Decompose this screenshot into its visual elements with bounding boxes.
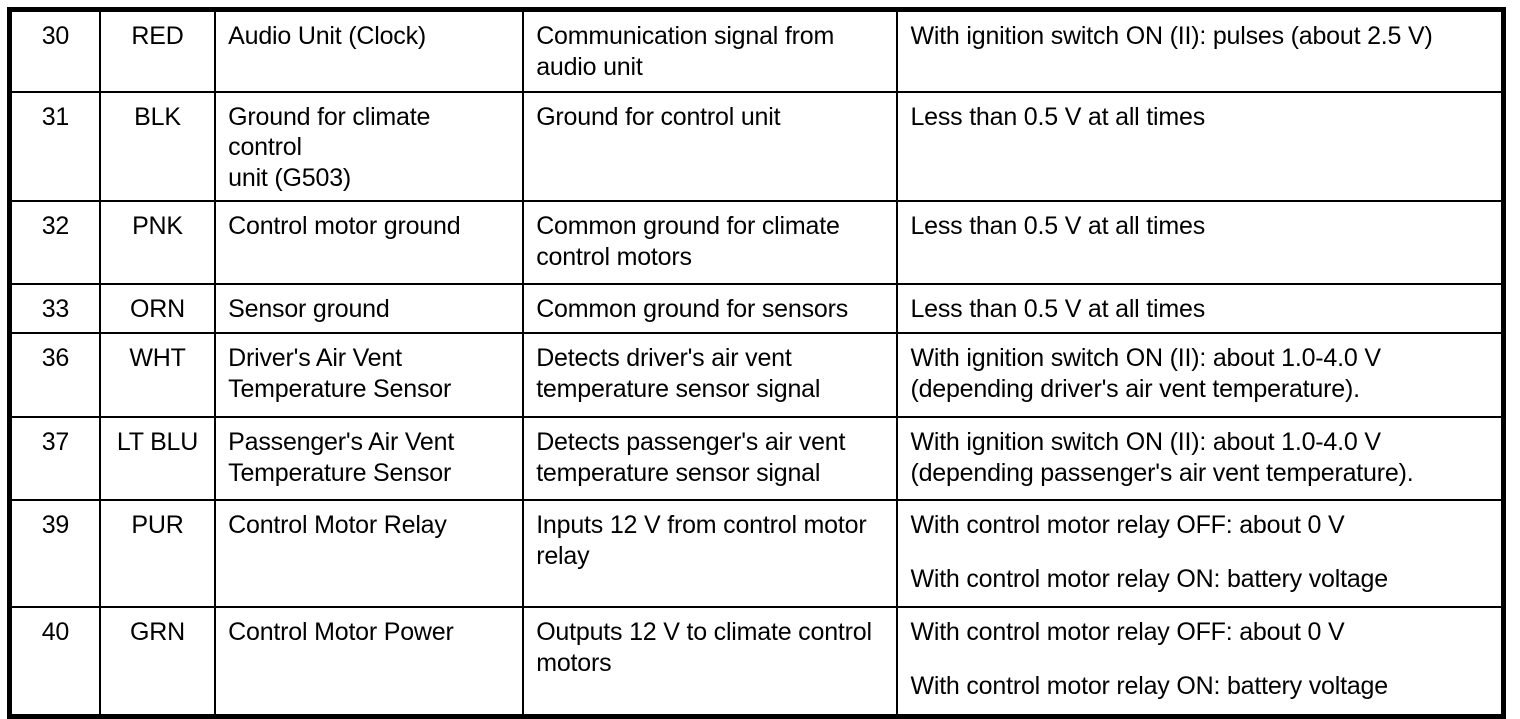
text-line: With ignition switch ON (II): pulses (ab…: [910, 22, 1433, 50]
cell-wire-color: GRN: [98, 605, 217, 718]
cell-terminal-name: Control motor ground: [214, 199, 525, 285]
cell-terminal-number: 30: [8, 8, 101, 93]
text-line: Common ground for climate: [536, 211, 840, 240]
text-line: [910, 541, 1489, 565]
cell-measurement: With control motor relay OFF: about 0 V W…: [896, 498, 1505, 608]
text-line: Less than 0.5 V at all times: [910, 211, 1205, 240]
text-line: Outputs 12 V to climate control: [536, 617, 872, 646]
text-line: Control Motor Power: [228, 617, 454, 646]
text-line: motors: [536, 648, 612, 677]
text-line: With control motor relay OFF: about 0 V: [910, 617, 1345, 646]
cell-measurement: With control motor relay OFF: about 0 V W…: [896, 605, 1505, 718]
text-line: audio unit: [536, 52, 643, 81]
text-line: unit (G503): [228, 164, 352, 192]
text-line: Driver's Air Vent: [228, 343, 402, 372]
text-line: With control motor relay ON: battery vol…: [910, 672, 1388, 701]
cell-wire-color: LT BLU: [98, 415, 217, 501]
text-line: Communication signal from: [536, 22, 835, 50]
text-line: relay: [536, 541, 590, 570]
cell-wire-color: WHT: [98, 331, 217, 418]
cell-terminal-number: 37: [8, 415, 101, 501]
text-line: temperature sensor signal: [536, 374, 821, 403]
cell-measurement: Less than 0.5 V at all times: [896, 282, 1505, 334]
cell-measurement: With ignition switch ON (II): about 1.0-…: [896, 415, 1505, 501]
text-line: Less than 0.5 V at all times: [910, 102, 1205, 131]
cell-wire-color: PUR: [98, 498, 217, 608]
cell-wire-color: BLK: [98, 90, 217, 202]
text-line: (depending driver's air vent temperature…: [910, 374, 1360, 403]
text-line: Detects passenger's air vent: [536, 427, 846, 456]
text-line: (depending passenger's air vent temperat…: [910, 458, 1414, 487]
cell-terminal-number: 33: [8, 282, 101, 334]
cell-terminal-number: 31: [8, 90, 101, 202]
cell-terminal-number: 39: [8, 498, 101, 608]
cell-wire-color: PNK: [98, 199, 217, 285]
text-line: With ignition switch ON (II): about 1.0-…: [910, 343, 1381, 372]
cell-terminal-number: 36: [8, 331, 101, 418]
text-line: With ignition switch ON (II): about 1.0-…: [910, 427, 1381, 456]
cell-description: Ground for control unit: [522, 90, 899, 202]
cell-wire-color: RED: [98, 8, 217, 93]
text-line: [910, 648, 1489, 672]
text-line: Passenger's Air Vent: [228, 427, 455, 456]
text-line: With control motor relay OFF: about 0 V: [910, 510, 1345, 539]
text-line: Ground for control unit: [536, 102, 781, 131]
text-line: control motors: [536, 242, 692, 271]
text-line: Control Motor Relay: [228, 510, 447, 539]
cell-measurement: With ignition switch ON (II): about 1.0-…: [896, 331, 1505, 418]
text-line: temperature sensor signal: [536, 458, 821, 487]
text-line: With control motor relay ON: battery vol…: [910, 565, 1388, 594]
text-line: Inputs 12 V from control motor: [536, 510, 867, 539]
cell-wire-color: ORN: [98, 282, 217, 334]
text-line: Less than 0.5 V at all times: [910, 294, 1205, 323]
cell-terminal-name: Control Motor Power: [214, 605, 525, 718]
cell-terminal-number: 32: [8, 199, 101, 285]
text-line: Common ground for sensors: [536, 294, 848, 323]
text-line: Control motor ground: [228, 211, 461, 240]
cell-measurement: Less than 0.5 V at all times: [896, 90, 1505, 202]
text-line: Temperature Sensor: [228, 458, 452, 487]
cell-measurement: With ignition switch ON (II): pulses (ab…: [896, 8, 1505, 93]
cell-terminal-name: Sensor ground: [214, 282, 525, 334]
text-line: Detects driver's air vent: [536, 343, 792, 372]
text-line: Ground for climate control: [228, 102, 431, 162]
text-line: Temperature Sensor: [228, 374, 452, 403]
text-line: Sensor ground: [228, 294, 390, 323]
cell-terminal-name: Control Motor Relay: [214, 498, 525, 608]
text-line: Audio Unit (Clock): [228, 22, 427, 50]
cell-description: Common ground for sensors: [522, 282, 899, 334]
cell-terminal-name: Audio Unit (Clock): [214, 8, 525, 93]
cell-measurement: Less than 0.5 V at all times: [896, 199, 1505, 285]
cell-terminal-number: 40: [8, 605, 101, 718]
